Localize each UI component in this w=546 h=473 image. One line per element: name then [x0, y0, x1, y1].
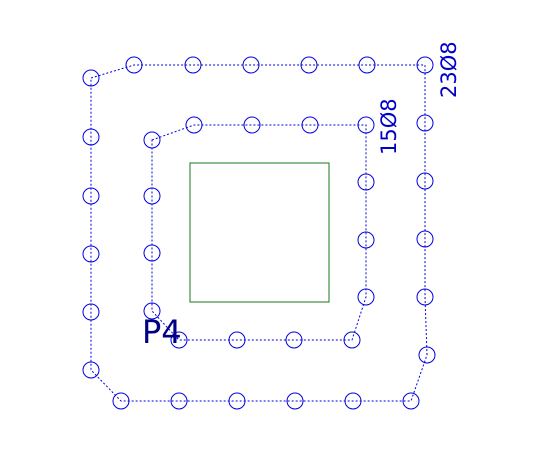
- outer-ring-bar: [82, 303, 100, 321]
- outer-ring-bar: [358, 56, 376, 74]
- outer-ring-bar: [112, 392, 130, 410]
- outer-ring-bar: [402, 392, 420, 410]
- outer-ring-bars: [82, 56, 436, 410]
- outer-ring-bar: [82, 245, 100, 263]
- outer-ring-bar: [286, 392, 304, 410]
- inner-ring-bar: [357, 116, 375, 134]
- inner-ring-bar: [285, 331, 303, 349]
- outer-ring-bar: [82, 69, 100, 87]
- outer-ring-bar: [416, 230, 434, 248]
- outer-ring-bar: [416, 114, 434, 132]
- outer-ring-label: 23Ø8: [437, 41, 461, 98]
- inner-ring-tie-line: [151, 124, 367, 341]
- outer-ring-bar: [242, 56, 260, 74]
- inner-ring-bar: [185, 116, 203, 134]
- inner-ring-bar: [228, 331, 246, 349]
- inner-ring-bar: [143, 244, 161, 262]
- outer-ring-bar: [416, 172, 434, 190]
- outer-ring-bar: [228, 392, 246, 410]
- inner-ring-bars: [143, 116, 375, 349]
- inner-ring-link-line: [151, 124, 367, 341]
- inner-ring-bar: [343, 331, 361, 349]
- inner-ring-bar: [170, 331, 188, 349]
- outer-ring-bar: [416, 56, 434, 74]
- outer-ring-bar: [300, 56, 318, 74]
- inner-ring-bar: [301, 116, 319, 134]
- column-outline: [189, 162, 330, 303]
- outer-ring-bar: [125, 56, 143, 74]
- outer-ring-bar: [344, 392, 362, 410]
- inner-ring-bar: [243, 116, 261, 134]
- outer-ring-bar: [82, 361, 100, 379]
- outer-ring-bar: [82, 187, 100, 205]
- pier-label: P4: [142, 313, 182, 351]
- inner-ring-bar: [357, 231, 375, 249]
- inner-ring-bar: [143, 187, 161, 205]
- inner-ring-bar: [143, 302, 161, 320]
- inner-ring-bar: [357, 288, 375, 306]
- inner-ring-label: 15Ø8: [377, 98, 401, 155]
- outer-ring-bar: [418, 346, 436, 364]
- outer-ring-bar: [82, 128, 100, 146]
- inner-ring-bar: [143, 131, 161, 149]
- outer-ring-bar: [184, 56, 202, 74]
- outer-ring-bar: [416, 288, 434, 306]
- outer-ring-bar: [170, 392, 188, 410]
- inner-ring-bar: [357, 173, 375, 191]
